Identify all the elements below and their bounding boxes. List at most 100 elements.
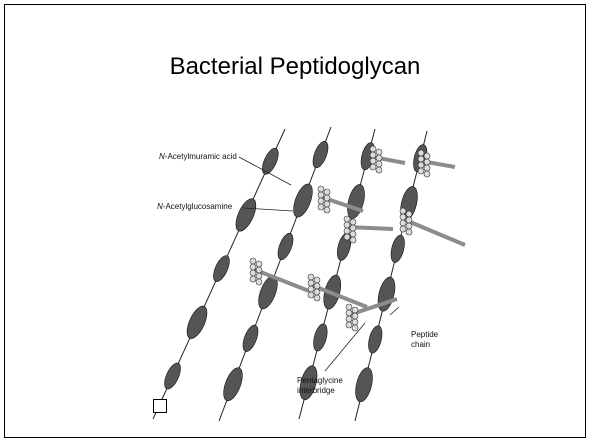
amino-acid-bead [352, 325, 358, 331]
amino-acid-bead [376, 149, 382, 155]
amino-acid-bead [370, 146, 376, 152]
glycan-strands [153, 127, 429, 421]
sugar-unit [353, 366, 376, 404]
pentaglycine-label-line1: Pentaglycine [297, 376, 343, 385]
nag-label-rest: -Acetylglucosamine [163, 202, 233, 211]
peptidoglycan-diagram: N-Acetylmuramic acid N-Acetylglucosamine… [135, 101, 485, 421]
amino-acid-bead [350, 237, 356, 243]
nag-label: N-Acetylglucosamine [157, 202, 233, 211]
pentaglycine-pointer-line [325, 323, 365, 371]
amino-acid-bead [314, 277, 320, 283]
sugar-unit [210, 253, 233, 283]
amino-acid-bead [256, 273, 262, 279]
sugar-unit [311, 322, 330, 352]
amino-acid-bead [256, 279, 262, 285]
amino-acid-bead [352, 313, 358, 319]
sugar-unit [275, 231, 296, 261]
amino-acid-bead [424, 159, 430, 165]
amino-acid-bead [370, 152, 376, 158]
slide-title: Bacterial Peptidoglycan [5, 53, 585, 81]
sugar-unit [389, 234, 407, 264]
amino-acid-bead [352, 307, 358, 313]
amino-acid-bead [314, 289, 320, 295]
amino-acid-bead [324, 189, 330, 195]
peptide-chain [400, 208, 465, 245]
amino-acid-bead [344, 216, 350, 222]
amino-acid-bead [370, 158, 376, 164]
amino-acid-bead [400, 220, 406, 226]
amino-acid-bead [314, 283, 320, 289]
peptide-label-line1: Peptide [411, 330, 439, 339]
amino-acid-bead [308, 274, 314, 280]
nam-label-rest: -Acetylmuramic acid [165, 152, 237, 161]
pentaglycine-label: Pentaglycine interbridge [297, 376, 345, 395]
amino-acid-bead [250, 264, 256, 270]
amino-acid-bead [324, 201, 330, 207]
amino-acid-bead [344, 222, 350, 228]
peptide-pointer-line [390, 307, 399, 315]
amino-acid-bead [352, 319, 358, 325]
amino-acid-bead [256, 261, 262, 267]
amino-acid-bead [406, 211, 412, 217]
amino-acid-bead [318, 204, 324, 210]
amino-acid-bead [318, 198, 324, 204]
empty-checkbox-icon[interactable] [153, 399, 167, 413]
amino-acid-bead [424, 165, 430, 171]
amino-acid-bead [344, 228, 350, 234]
amino-acid-bead [400, 214, 406, 220]
sugar-unit [290, 181, 316, 219]
amino-acid-bead [344, 234, 350, 240]
amino-acid-bead [324, 195, 330, 201]
glycan-strand [353, 131, 430, 421]
nam-label: N-Acetylmuramic acid [159, 152, 237, 161]
amino-acid-bead [346, 310, 352, 316]
sugar-unit [183, 303, 211, 341]
sugar-unit [161, 361, 184, 391]
amino-acid-bead [318, 186, 324, 192]
sugar-unit [259, 146, 282, 176]
amino-acid-bead [370, 164, 376, 170]
slide: Bacterial Peptidoglycan N-Acetylmuramic … [4, 4, 586, 438]
amino-acid-bead [308, 292, 314, 298]
amino-acid-bead [406, 223, 412, 229]
peptide-chain [344, 216, 393, 243]
pentaglycine-label-line2: interbridge [297, 386, 335, 395]
sugar-unit [366, 324, 384, 354]
amino-acid-bead [376, 161, 382, 167]
sugar-unit [344, 183, 367, 221]
amino-acid-bead [376, 167, 382, 173]
amino-acid-bead [308, 286, 314, 292]
amino-acid-bead [424, 153, 430, 159]
peptide-label-line2: chain [411, 340, 430, 349]
sugar-unit [240, 323, 261, 353]
amino-acid-bead [250, 276, 256, 282]
amino-acid-bead [350, 225, 356, 231]
sugar-unit [310, 139, 331, 169]
peptide-chain [418, 150, 455, 177]
amino-acid-bead [324, 207, 330, 213]
amino-acid-bead [400, 226, 406, 232]
amino-acid-bead [418, 162, 424, 168]
sugar-unit [220, 365, 246, 403]
peptide-chain [370, 146, 405, 173]
amino-acid-bead [400, 208, 406, 214]
peptide-crosslinks [250, 146, 465, 331]
amino-acid-bead [418, 150, 424, 156]
amino-acid-bead [406, 229, 412, 235]
amino-acid-bead [250, 258, 256, 264]
amino-acid-bead [314, 295, 320, 301]
amino-acid-bead [346, 322, 352, 328]
amino-acid-bead [256, 267, 262, 273]
amino-acid-bead [318, 192, 324, 198]
amino-acid-bead [346, 304, 352, 310]
amino-acid-bead [308, 280, 314, 286]
amino-acid-bead [418, 168, 424, 174]
amino-acid-bead [376, 155, 382, 161]
amino-acid-bead [406, 217, 412, 223]
amino-acid-bead [250, 270, 256, 276]
amino-acid-bead [350, 231, 356, 237]
amino-acid-bead [350, 219, 356, 225]
sugar-unit [232, 196, 260, 234]
peptide-label: Peptide chain [411, 330, 440, 349]
amino-acid-bead [424, 171, 430, 177]
